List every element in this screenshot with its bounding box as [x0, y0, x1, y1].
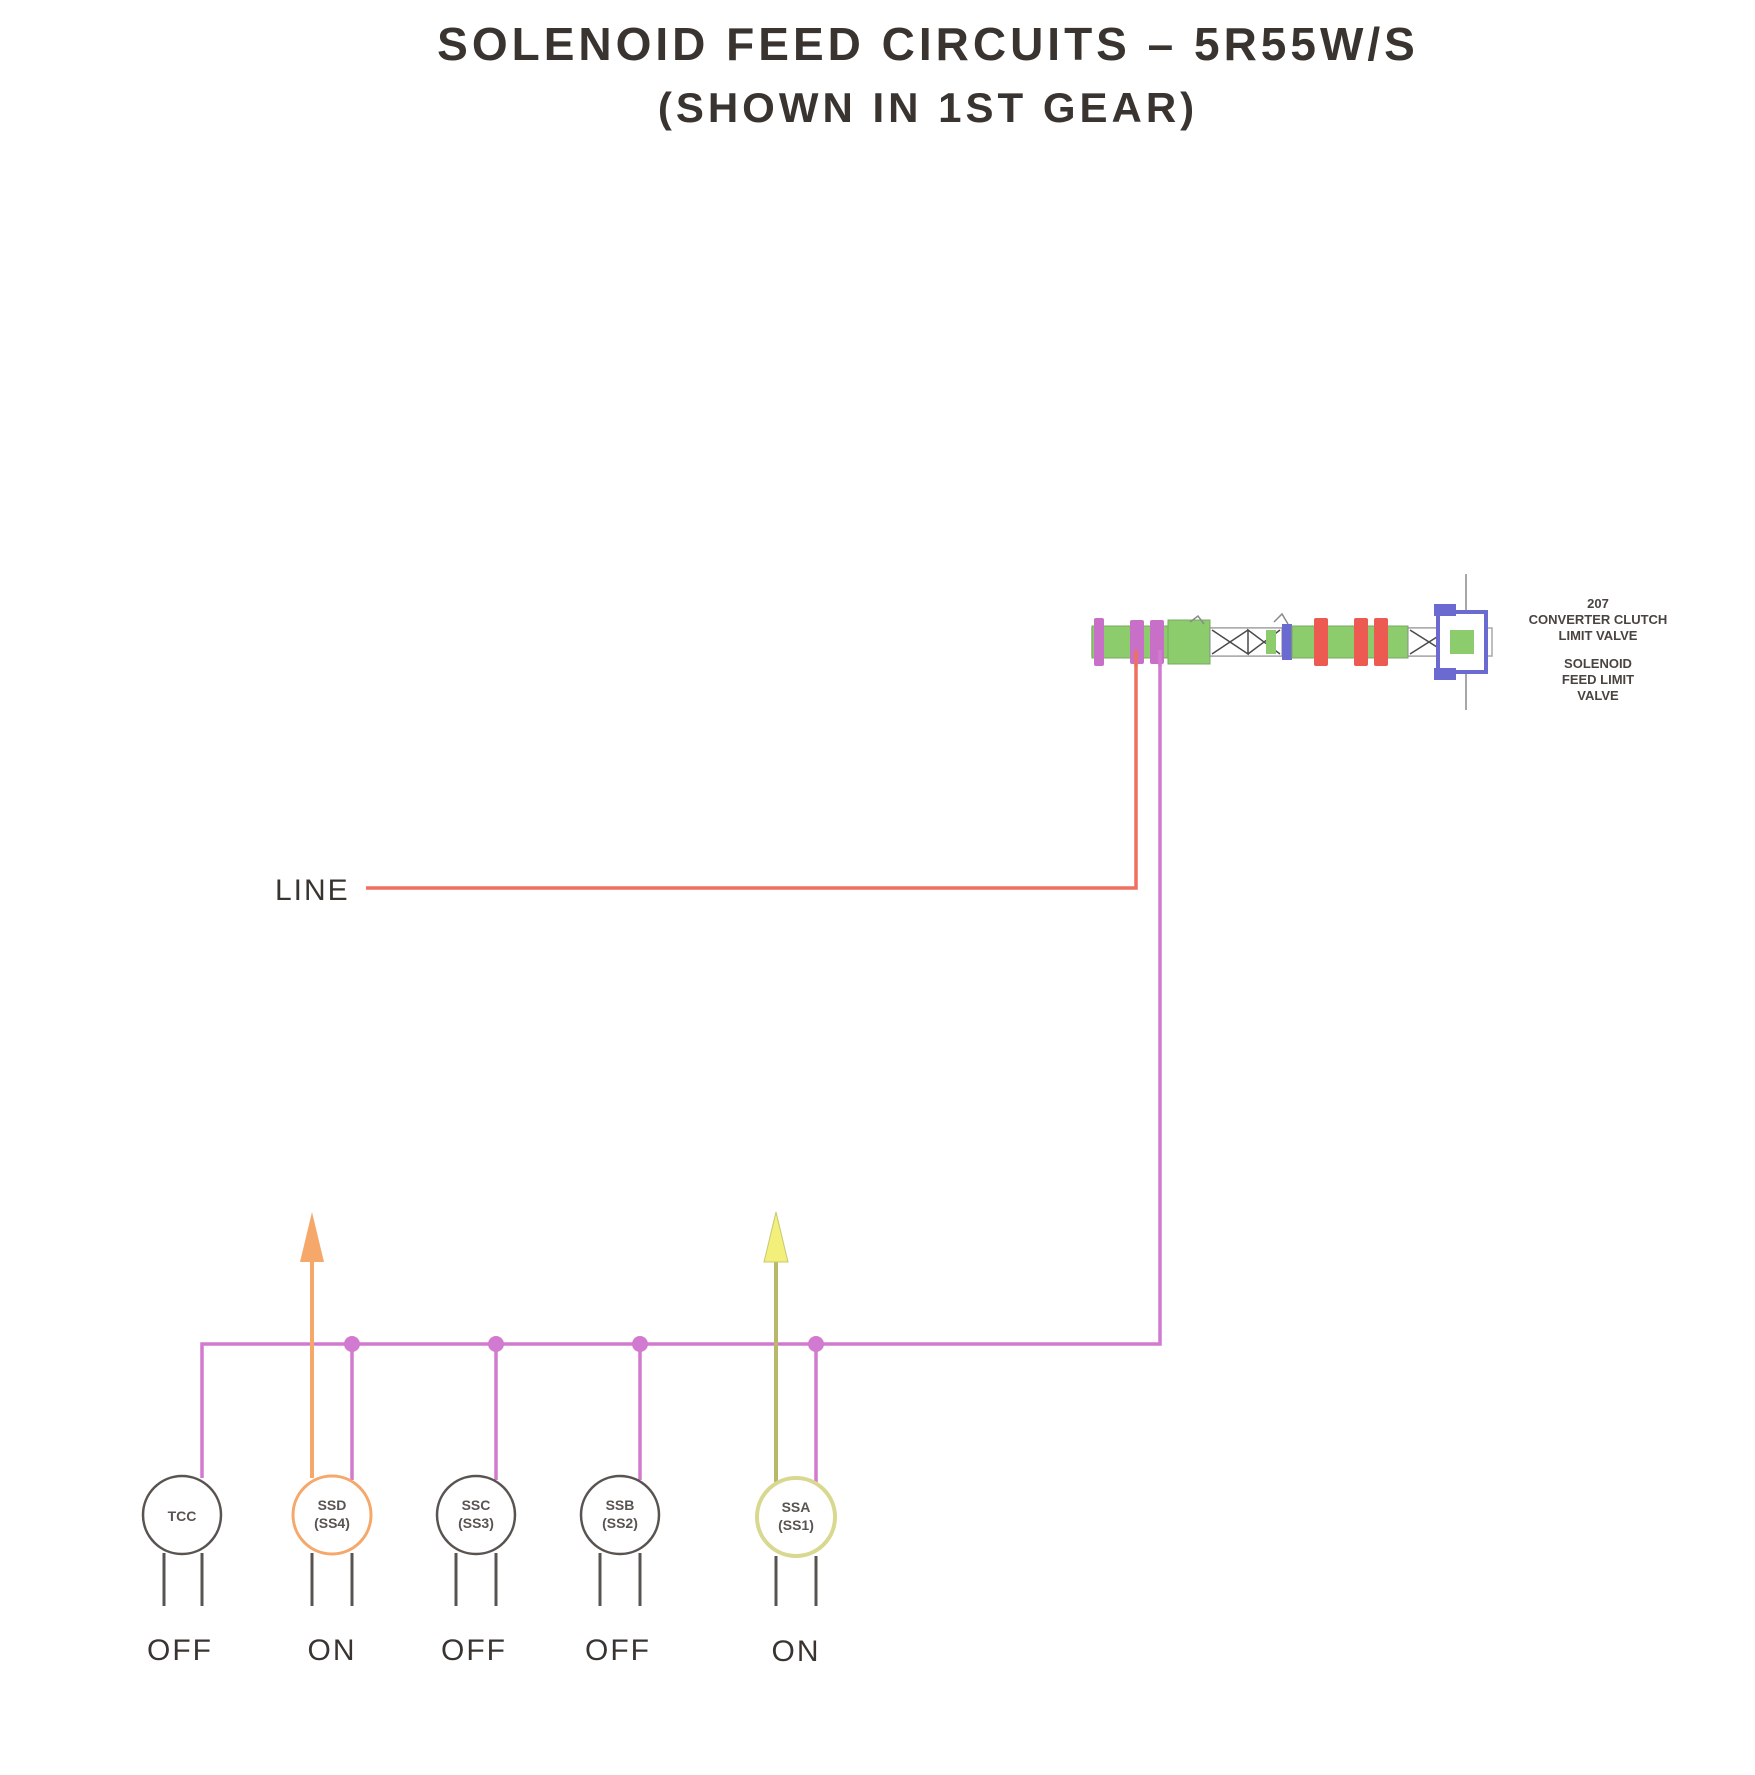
ssd-output-arrow-icon — [300, 1212, 324, 1262]
solenoid-state: OFF — [147, 1634, 213, 1667]
junction-dot — [488, 1336, 504, 1352]
junction-dot — [344, 1336, 360, 1352]
solenoid-feed-passage — [200, 650, 1162, 1478]
valve2-name-line3: VALVE — [1577, 688, 1619, 703]
valve2-name-line2: FEED LIMIT — [1562, 672, 1634, 687]
solenoid-ssa: SSA (SS1) ON — [755, 1476, 837, 1668]
valve-number: 207 — [1587, 596, 1609, 611]
solenoid-sublabel: (SS4) — [314, 1515, 350, 1531]
solenoid-label: TCC — [168, 1508, 197, 1524]
solenoid-state: OFF — [585, 1634, 651, 1667]
valve-name-line1: CONVERTER CLUTCH — [1529, 612, 1668, 627]
solenoid-tcc: TCC OFF — [141, 1474, 223, 1667]
junction-dot — [632, 1336, 648, 1352]
solenoid-ssc: SSC (SS3) OFF — [435, 1474, 517, 1667]
diagram-title: SOLENOID FEED CIRCUITS – 5R55W/S — [437, 18, 1419, 70]
solenoid-sublabel: (SS2) — [602, 1515, 638, 1531]
solenoid-label: SSB — [606, 1497, 635, 1513]
solenoid-label: SSC — [462, 1497, 491, 1513]
line-pressure-passage — [366, 650, 1138, 890]
solenoid-state: ON — [772, 1635, 821, 1668]
solenoid-sublabel: (SS1) — [778, 1517, 814, 1533]
solenoid-label: SSA — [782, 1499, 811, 1515]
valve-name-line2: LIMIT VALVE — [1559, 628, 1638, 643]
junction-dot — [808, 1336, 824, 1352]
solenoid-ssd: SSD (SS4) ON — [291, 1474, 373, 1667]
solenoid-label: SSD — [318, 1497, 347, 1513]
ssa-output-arrow-icon — [763, 1211, 789, 1263]
solenoid-state: OFF — [441, 1634, 507, 1667]
solenoid-sublabel: (SS3) — [458, 1515, 494, 1531]
solenoid-ssb: SSB (SS2) OFF — [579, 1474, 661, 1667]
solenoid-state: ON — [308, 1634, 357, 1667]
diagram-subtitle: (SHOWN IN 1ST GEAR) — [658, 84, 1198, 131]
converter-clutch-limit-valve — [1091, 574, 1493, 710]
line-label: LINE — [275, 874, 350, 907]
valve2-name-line1: SOLENOID — [1564, 656, 1632, 671]
